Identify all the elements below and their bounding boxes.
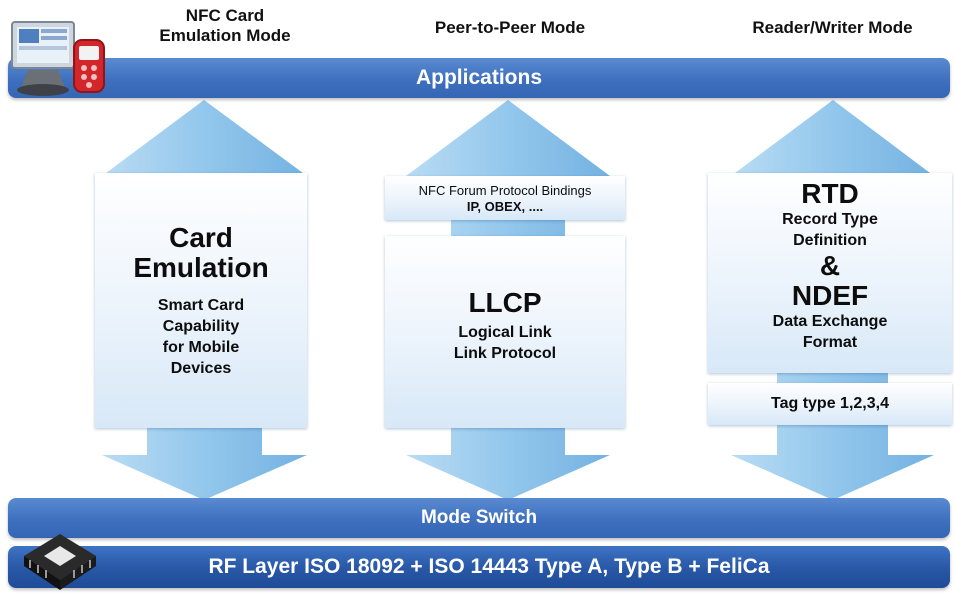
rtd-title: RTD: [801, 178, 859, 209]
card-emulation-title-line1: Card: [169, 222, 233, 253]
protocol-bindings-line2: IP, OBEX, ....: [466, 199, 544, 214]
llcp-title: LLCP: [468, 287, 542, 318]
llcp-panel: LLCP Logical Link Link Protocol: [385, 236, 625, 428]
mode-title-reader-writer: Reader/Writer Mode: [752, 18, 913, 37]
llcp-desc-line1: Logical Link: [458, 324, 552, 341]
mode-title-card-emulation: NFC Card Emulation Mode: [159, 6, 291, 45]
protocol-bindings-line1: NFC Forum Protocol Bindings: [418, 183, 592, 198]
applications-label: Applications: [415, 66, 542, 89]
applications-bar: Applications: [8, 58, 950, 98]
llcp-desc-line2: Link Protocol: [453, 345, 557, 362]
tag-types-panel: Tag type 1,2,3,4: [708, 383, 952, 425]
chip-icon: [24, 534, 96, 590]
rf-layer-label: RF Layer ISO 18092 + ISO 14443 Type A, T…: [208, 555, 770, 578]
rf-layer-bar: RF Layer ISO 18092 + ISO 14443 Type A, T…: [8, 546, 950, 588]
mode-switch-bar: Mode Switch: [8, 498, 950, 538]
card-emulation-desc-line2: Capability: [162, 318, 240, 335]
rtd-desc-line2: Definition: [793, 232, 867, 249]
rtd-desc-line1: Record Type: [782, 211, 878, 228]
ampersand: &: [819, 250, 841, 281]
card-emulation-panel: Card Emulation Smart Card Capability for…: [95, 173, 307, 428]
ndef-desc-line2: Format: [802, 334, 858, 351]
mode-title-peer-to-peer: Peer-to-Peer Mode: [434, 18, 586, 37]
ndef-title: NDEF: [791, 280, 869, 311]
mode-switch-label: Mode Switch: [420, 507, 538, 528]
card-emulation-desc-line4: Devices: [170, 360, 232, 377]
card-emulation-desc-line3: for Mobile: [162, 339, 240, 356]
computer-phone-icon: [11, 21, 105, 96]
ndef-desc-line1: Data Exchange: [772, 313, 888, 330]
card-emulation-title-line2: Emulation: [133, 252, 269, 283]
card-emulation-desc-line1: Smart Card: [157, 297, 245, 314]
rtd-ndef-panel: RTD Record Type Definition & NDEF Data E…: [708, 173, 952, 373]
protocol-bindings-panel: NFC Forum Protocol Bindings IP, OBEX, ..…: [385, 176, 625, 220]
tag-types-label: Tag type 1,2,3,4: [771, 395, 889, 412]
